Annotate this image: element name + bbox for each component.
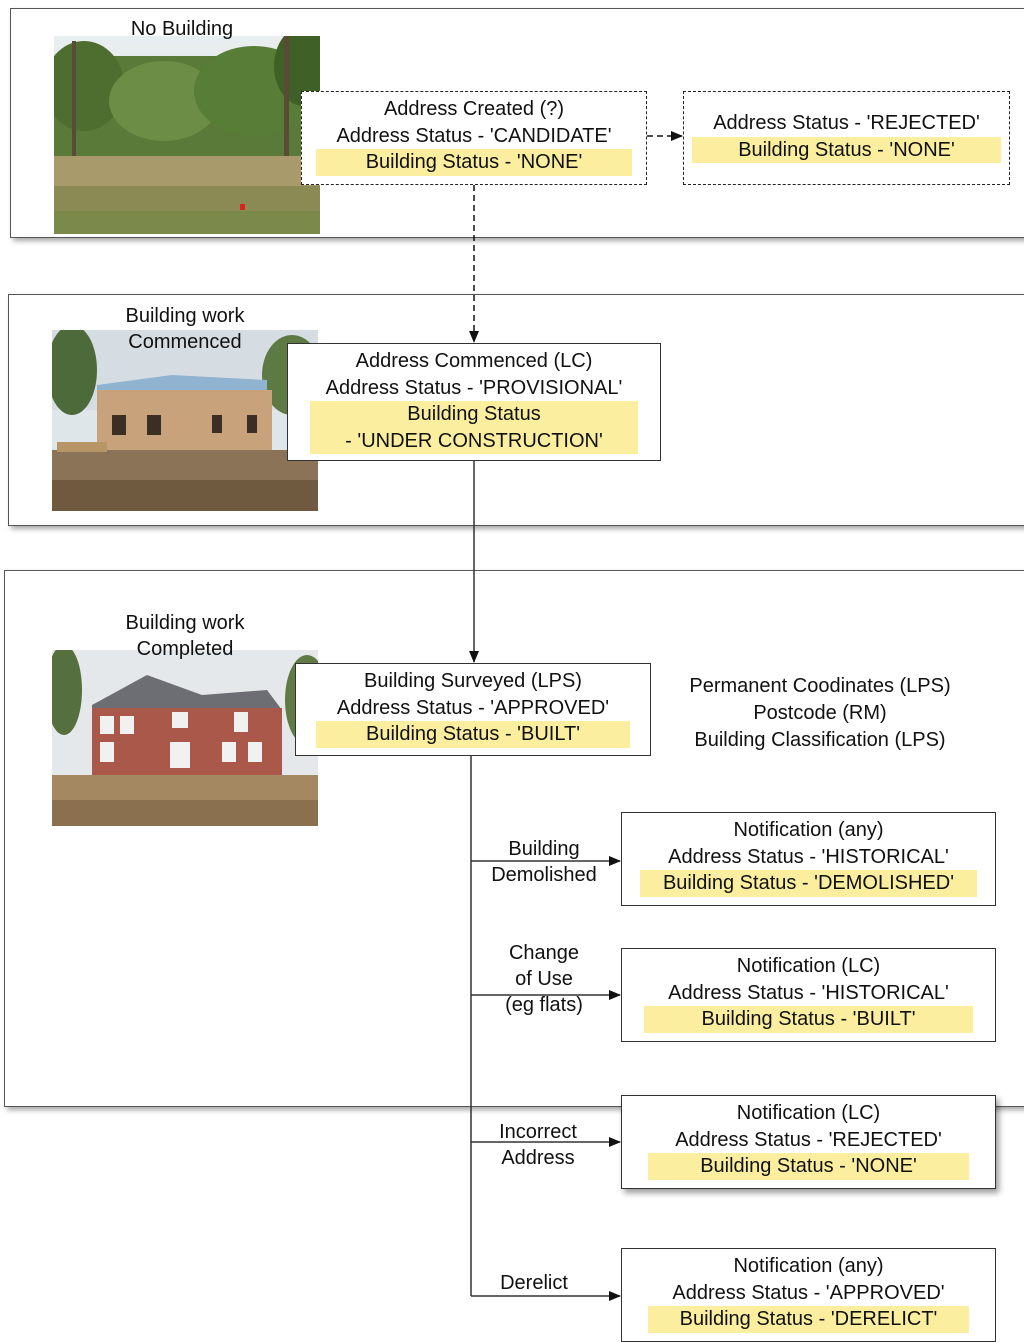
building-status-highlight: Building Status [310,401,638,428]
edge-label-line: Building [508,838,580,860]
note-line: Permanent Coodinates (LPS) [689,675,951,697]
box-line: Address Commenced (LC) [355,350,593,372]
edge-label-line: Demolished [491,864,597,886]
note-line: Postcode (RM) [753,702,887,724]
stage-caption-no-building: No Building [130,18,234,40]
state-box-demolished: Notification (any) Address Status - 'HIS… [621,812,996,906]
state-box-approved: Building Surveyed (LPS) Address Status -… [295,663,651,756]
state-box-derelict: Notification (any) Address Status - 'APP… [621,1248,996,1342]
stage-caption-commenced: Building work Commenced [95,303,275,355]
stage-caption-line: Commenced [128,331,242,353]
building-status-highlight: - 'UNDER CONSTRUCTION' [310,427,638,454]
box-line: Address Status - 'APPROVED' [336,696,610,719]
edge-label-line: Change [508,942,580,964]
box-line: Address Status - 'PROVISIONAL' [325,376,623,399]
note-line: Building Classification (LPS) [694,729,946,751]
state-box-provisional: Address Commenced (LC) Address Status - … [287,343,661,461]
box-line: Notification (any) [733,1255,884,1277]
surveyed-attributes-note: Permanent Coodinates (LPS) Postcode (RM)… [664,673,976,754]
box-line: Notification (LC) [736,1102,881,1124]
stage-caption-completed: Building work Completed [95,610,275,662]
building-status-highlight: Building Status - 'BUILT' [644,1006,973,1033]
building-status-highlight: Building Status - 'NONE' [648,1153,969,1180]
box-line: Address Status - 'CANDIDATE' [336,124,612,147]
box-line: Address Status - 'HISTORICAL' [668,981,949,1004]
edge-label-incorrect-address: Incorrect Address [470,1119,606,1171]
box-line: Address Status - 'HISTORICAL' [668,845,949,868]
empty-land-photo [54,36,320,234]
box-line: Address Status - 'REJECTED' [675,1128,942,1151]
box-line: Notification (LC) [736,955,881,977]
box-line: Building Surveyed (LPS) [364,670,582,692]
edge-label-derelict: Derelict [466,1270,602,1296]
stage-caption-line: Building work [125,612,245,634]
box-line: Notification (any) [733,819,884,841]
building-status-highlight: Building Status - 'NONE' [316,149,632,176]
edge-label-line: of Use [515,968,573,990]
building-status-highlight: Building Status - 'BUILT' [316,721,630,748]
edge-label-line: Derelict [500,1272,568,1294]
state-box-rejected-initial: Address Status - 'REJECTED' Building Sta… [683,91,1010,185]
state-box-change-of-use: Notification (LC) Address Status - 'HIST… [621,948,996,1042]
stage-caption-line: Completed [136,638,234,660]
edge-label-line: Incorrect [499,1121,577,1143]
stage-caption-line: Building work [125,305,245,327]
edge-label-line: (eg flats) [505,994,583,1016]
box-line: Address Status - 'APPROVED' [672,1281,945,1304]
building-status-highlight: Building Status - 'DERELICT' [648,1306,969,1333]
building-status-highlight: Building Status - 'DEMOLISHED' [640,870,977,897]
edge-label-line: Address [501,1147,575,1169]
completed-house-photo [52,650,318,826]
state-box-incorrect-address: Notification (LC) Address Status - 'REJE… [621,1095,996,1189]
box-line: Address Status - 'REJECTED' [713,112,980,134]
construction-photo [52,330,318,511]
box-line: Address Created (?) [383,98,565,120]
state-box-candidate: Address Created (?) Address Status - 'CA… [301,91,647,185]
building-status-highlight: Building Status - 'NONE' [692,136,1001,163]
edge-label-change-of-use: Change of Use (eg flats) [476,940,612,1018]
edge-label-demolished: Building Demolished [476,836,612,888]
